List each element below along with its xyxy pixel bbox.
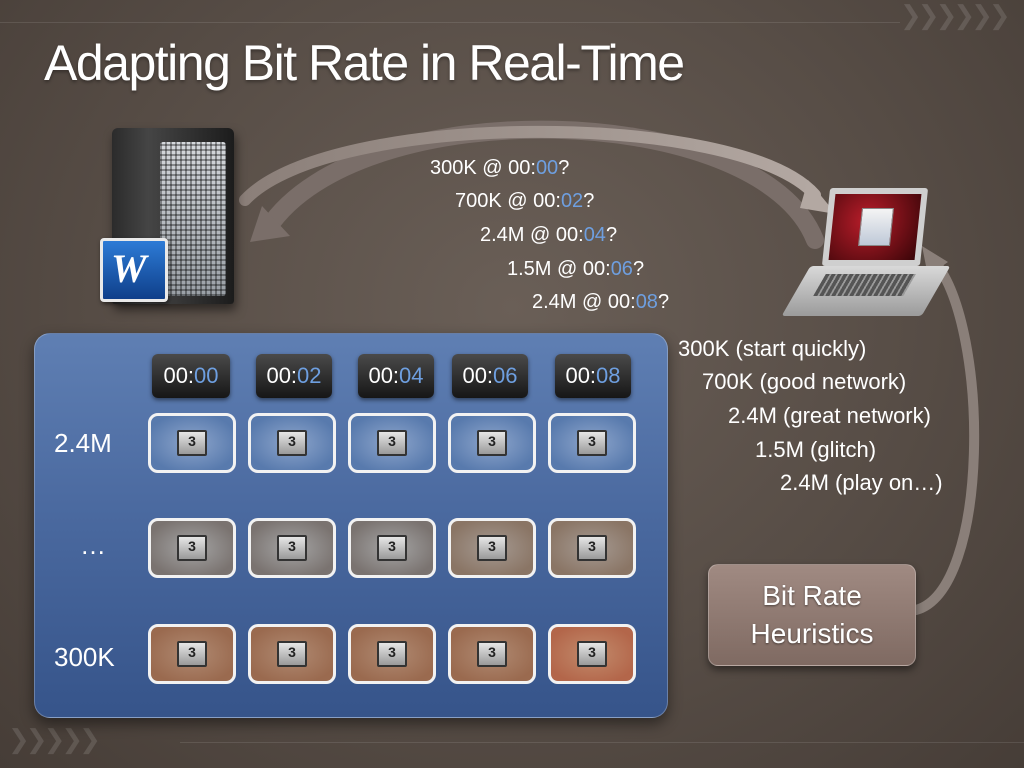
video-chunk: 3 — [248, 413, 336, 473]
video-chunk-icon: 3 — [377, 430, 407, 456]
laptop-base — [781, 266, 951, 316]
video-chunk: 3 — [148, 518, 236, 578]
video-chunk-icon: 3 — [177, 641, 207, 667]
video-chunk-icon: 3 — [277, 430, 307, 456]
time-label: 00:02 — [256, 354, 332, 398]
decor-chevrons-bottom: ❯❯❯❯❯ — [8, 724, 101, 754]
video-chunk: 3 — [548, 413, 636, 473]
video-chunk: 3 — [248, 624, 336, 684]
decor-chevrons-top: ❯❯❯❯❯❯ — [900, 0, 1011, 30]
video-chunk-icon: 3 — [277, 535, 307, 561]
heuristics-label-line1: Bit Rate — [762, 580, 862, 611]
laptop-screen — [821, 188, 929, 266]
response-line: 2.4M (play on…) — [780, 470, 943, 495]
response-arrowhead — [250, 206, 290, 242]
slide-title: Adapting Bit Rate in Real-Time — [44, 35, 685, 91]
heuristics-label-line2: Heuristics — [750, 618, 874, 649]
bitrate-row-label: … — [80, 530, 106, 560]
video-chunk-icon: 3 — [177, 430, 207, 456]
time-label: 00:06 — [452, 354, 528, 398]
video-chunk-icon: 3 — [177, 535, 207, 561]
request-line: 2.4M @ 00:04? — [480, 224, 618, 246]
response-line: 700K (good network) — [702, 369, 907, 394]
video-chunk: 3 — [348, 518, 436, 578]
video-chunk-icon: 3 — [477, 430, 507, 456]
video-chunk-icon: 3 — [477, 641, 507, 667]
video-chunk: 3 — [448, 518, 536, 578]
laptop-icon — [781, 188, 951, 328]
time-label: 00:08 — [555, 354, 631, 398]
video-chunk: 3 — [448, 413, 536, 473]
request-line: 1.5M @ 00:06? — [507, 258, 645, 280]
server-icon — [112, 128, 234, 304]
response-line: 2.4M (great network) — [728, 403, 931, 428]
request-line: 2.4M @ 00:08? — [532, 291, 670, 313]
video-chunk: 3 — [548, 518, 636, 578]
video-chunk: 3 — [448, 624, 536, 684]
bitrate-row-label: 300K — [54, 642, 115, 672]
bitrate-row-label: 2.4M — [54, 428, 112, 458]
request-line: 700K @ 00:02? — [455, 190, 595, 212]
decor-line-top — [0, 22, 900, 23]
video-chunk: 3 — [348, 413, 436, 473]
video-chunk-icon: 3 — [577, 430, 607, 456]
video-chunk-icon: 3 — [277, 641, 307, 667]
video-chunk-icon: 3 — [577, 535, 607, 561]
video-chunk: 3 — [348, 624, 436, 684]
video-chunk-icon: 3 — [477, 535, 507, 561]
video-chunk-icon: 3 — [377, 535, 407, 561]
video-chunk: 3 — [548, 624, 636, 684]
video-chunk-icon: 3 — [577, 641, 607, 667]
response-line: 1.5M (glitch) — [755, 437, 877, 462]
video-chunk: 3 — [148, 413, 236, 473]
bit-rate-heuristics-box: Bit Rate Heuristics — [708, 564, 916, 666]
response-line: 300K (start quickly) — [678, 336, 867, 361]
decor-line-bottom — [180, 742, 1024, 743]
server-vent — [160, 142, 226, 296]
request-line: 300K @ 00:00? — [430, 157, 570, 179]
video-chunk: 3 — [248, 518, 336, 578]
video-chunk: 3 — [148, 624, 236, 684]
windows-media-logo-icon: W — [100, 238, 168, 302]
video-chunk-icon: 3 — [377, 641, 407, 667]
time-label: 00:04 — [358, 354, 434, 398]
time-label: 00:00 — [152, 354, 230, 398]
